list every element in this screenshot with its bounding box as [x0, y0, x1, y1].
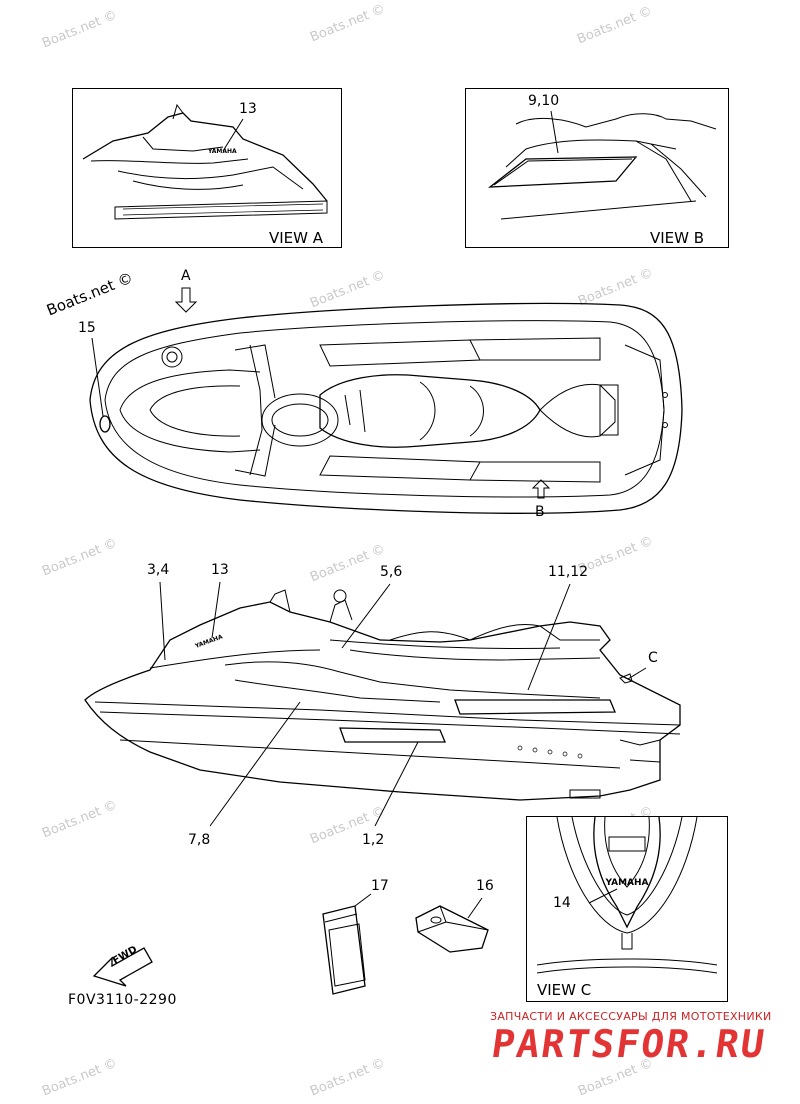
part-callout-17: 17 — [371, 878, 389, 894]
side-yamaha-logo: YAMAHA — [193, 633, 224, 650]
side-callout-1-2: 1,2 — [362, 832, 385, 848]
part-17-drawing — [322, 893, 372, 995]
part-16-drawing — [415, 897, 489, 953]
brand-logo-text: PARTSFOR.RU — [488, 1022, 769, 1066]
top-view-drawing — [89, 287, 683, 514]
fwd-arrow-icon — [92, 947, 153, 987]
top-arrow-b-label: B — [535, 504, 545, 520]
view-b-callout-9-10: 9,10 — [528, 93, 560, 109]
view-c-panel: YAMAHA 14 VIEW C — [526, 816, 728, 1002]
view-a-label: VIEW A — [269, 229, 324, 247]
side-callout-3-4: 3,4 — [147, 562, 170, 578]
part-callout-16: 16 — [476, 878, 494, 894]
top-callout-15: 15 — [78, 320, 96, 336]
watermark: Boats.net © — [308, 1055, 388, 1100]
side-callout-11-12: 11,12 — [548, 564, 589, 580]
side-view-drawing: YAMAHA — [84, 581, 681, 827]
view-b-label: VIEW B — [650, 229, 705, 247]
view-c-callout-14: 14 — [553, 895, 571, 911]
view-a-drawing: YAMAHA — [82, 103, 328, 220]
top-arrow-a-label: A — [181, 268, 191, 284]
diagram-part-number: F0V3110-2290 — [68, 992, 177, 1008]
side-callout-13: 13 — [211, 562, 229, 578]
view-a-callout-13: 13 — [239, 101, 257, 117]
brand-subtitle: ЗАПЧАСТИ И АКСЕССУАРЫ ДЛЯ МОТОТЕХНИКИ — [490, 1010, 772, 1023]
view-c-yamaha-logo: YAMAHA — [604, 878, 648, 888]
svg-text:YAMAHA: YAMAHA — [207, 148, 237, 155]
side-arrow-c-label: C — [648, 650, 658, 666]
watermark: Boats.net © — [40, 1055, 120, 1100]
view-b-drawing — [487, 110, 717, 220]
view-c-drawing: YAMAHA — [536, 816, 718, 974]
view-b-panel: 9,10 VIEW B — [465, 88, 729, 248]
view-a-panel: YAMAHA 13 VIEW A — [72, 88, 342, 248]
view-c-label: VIEW C — [537, 981, 592, 999]
side-callout-7-8: 7,8 — [188, 832, 211, 848]
side-callout-5-6: 5,6 — [380, 564, 403, 580]
